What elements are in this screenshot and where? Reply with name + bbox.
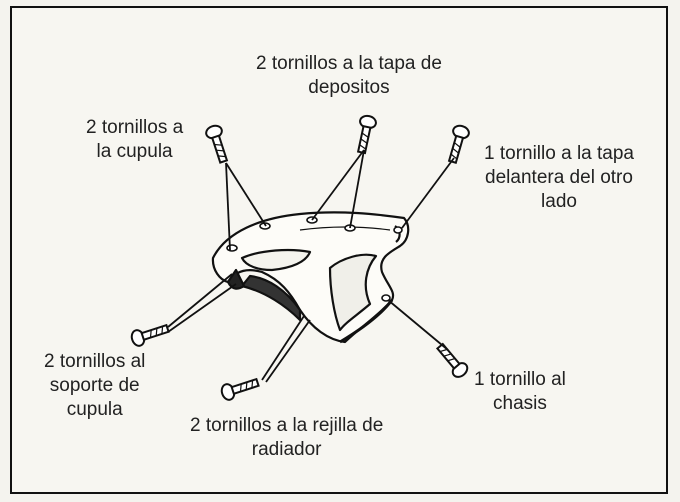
screw-depositos <box>352 113 379 155</box>
screw-chasis <box>432 340 471 381</box>
screw-rejilla <box>218 373 261 403</box>
screw-soporte <box>128 319 171 349</box>
label-cupula: 2 tornillos a la cupula <box>86 117 184 162</box>
label-depositos: 2 tornillos a la tapa de depositos <box>256 53 442 98</box>
screw-cupula <box>203 122 233 165</box>
label-chasis: 1 tornillo al chasis <box>474 369 566 414</box>
fairing-part <box>211 211 410 344</box>
leader-lines <box>167 149 455 383</box>
label-soporte: 2 tornillos al soporte de cupula <box>44 351 146 420</box>
label-rejilla: 2 tornillos a la rejilla de radiador <box>190 415 384 460</box>
screw-tapa-delantera <box>443 123 472 166</box>
label-tapa-delantera: 1 tornillo a la tapa delantera del otro … <box>484 143 634 212</box>
